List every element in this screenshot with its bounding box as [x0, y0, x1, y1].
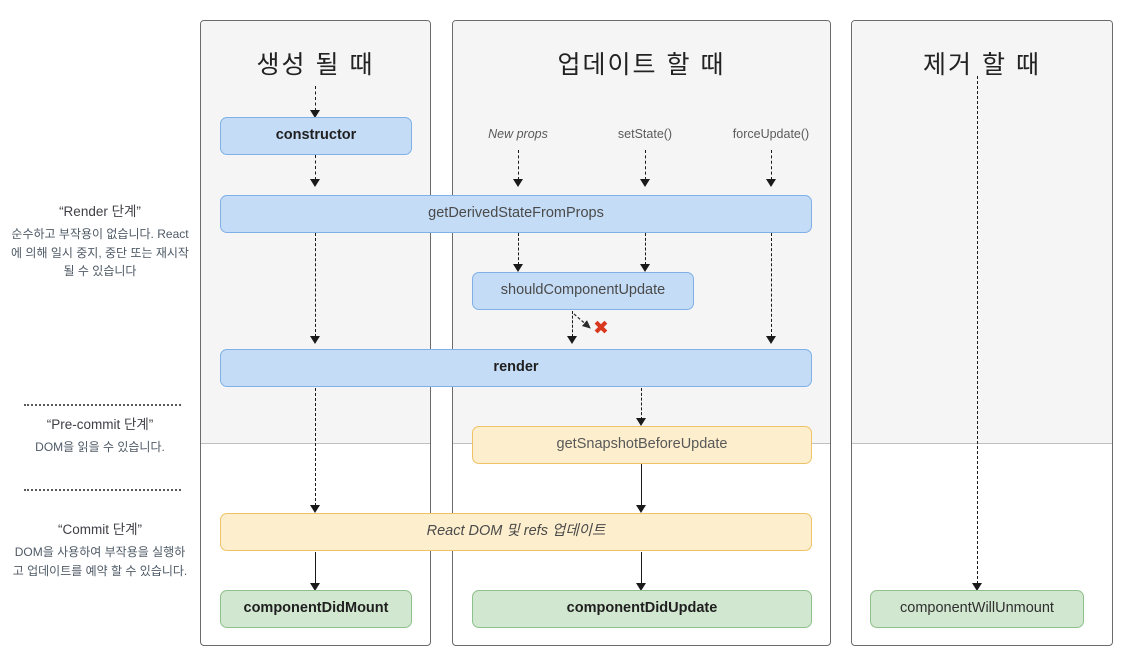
- legend-commit-phase: “Commit 단계” DOM을 사용하여 부작용을 실행하고 업데이트를 예약…: [10, 518, 190, 580]
- arrowhead-component-did-update: [636, 583, 646, 591]
- arrowhead-get-snapshot: [636, 418, 646, 426]
- trigger-label-new-props: New props: [488, 127, 548, 141]
- arrowhead-render-mounting: [310, 336, 320, 344]
- arrowhead-gdsfp-force-update: [766, 179, 776, 187]
- arrowhead-component-will-unmount: [972, 583, 982, 591]
- bail-out-x-icon: ✖: [593, 318, 609, 339]
- panel-updating-title: 업데이트 할 때: [557, 51, 726, 79]
- panel-unmounting-title: 제거 할 때: [923, 51, 1041, 79]
- panel-unmounting: 제거 할 때: [851, 20, 1113, 646]
- connector-snapshot-to-reactdom: [641, 464, 642, 506]
- legend-render-phase-body: 순수하고 부작용이 없습니다. React에 의해 일시 중지, 중단 또는 재…: [11, 227, 189, 279]
- trigger-label-force-update: forceUpdate(): [732, 127, 810, 141]
- trigger-label-set-state: setState(): [617, 127, 673, 141]
- arrowhead-gdsfp-mounting: [310, 179, 320, 187]
- connector-render-to-snapshot: [641, 388, 642, 420]
- legend-render-phase: “Render 단계” 순수하고 부작용이 없습니다. React에 의해 일시…: [10, 200, 190, 281]
- legend-commit-phase-body: DOM을 사용하여 부작용을 실행하고 업데이트를 예약 할 수 있습니다.: [12, 545, 188, 578]
- arrowhead-component-did-mount: [310, 583, 320, 591]
- arrowhead-scu-right: [640, 264, 650, 272]
- connector-gdsfp-to-render-force-update: [771, 233, 772, 337]
- arrowhead-reactdom-mounting: [310, 505, 320, 513]
- legend-pre-commit-phase: “Pre-commit 단계” DOM을 읽을 수 있습니다.: [10, 413, 190, 457]
- connector-title-to-constructor: [315, 86, 316, 111]
- node-component-did-update[interactable]: componentDidUpdate: [472, 590, 812, 628]
- node-get-derived-state-from-props[interactable]: getDerivedStateFromProps: [220, 195, 812, 233]
- node-constructor[interactable]: constructor: [220, 117, 412, 155]
- legend-pre-commit-phase-body: DOM을 읽을 수 있습니다.: [35, 440, 165, 454]
- connector-reactdom-to-did-update: [641, 552, 642, 584]
- arrowhead-render-force-update: [766, 336, 776, 344]
- connector-unmount-title-to-will-unmount: [977, 76, 978, 584]
- legend-divider-top: [24, 404, 181, 406]
- connector-gdsfp-to-scu-left: [518, 233, 519, 265]
- node-react-dom-and-refs-update[interactable]: React DOM 및 refs 업데이트: [220, 513, 812, 551]
- node-should-component-update[interactable]: shouldComponentUpdate: [472, 272, 694, 310]
- arrowhead-gdsfp-new-props: [513, 179, 523, 187]
- arrowhead-reactdom-updating: [636, 505, 646, 513]
- connector-new-props-to-gdsfp: [518, 150, 519, 180]
- node-get-snapshot-before-update[interactable]: getSnapshotBeforeUpdate: [472, 426, 812, 464]
- legend-pre-commit-phase-title: “Pre-commit 단계”: [46, 417, 154, 432]
- connector-set-state-to-gdsfp: [645, 150, 646, 180]
- arrowhead-scu-left: [513, 264, 523, 272]
- connector-scu-to-render: [572, 311, 573, 337]
- panel-unmounting-render-region: [852, 21, 1112, 444]
- arrowhead-gdsfp-set-state: [640, 179, 650, 187]
- connector-gdsfp-to-render-mounting: [315, 233, 316, 337]
- connector-reactdom-to-did-mount: [315, 552, 316, 584]
- node-component-did-mount[interactable]: componentDidMount: [220, 590, 412, 628]
- connector-force-update-to-gdsfp: [771, 150, 772, 180]
- arrowhead-constructor: [310, 110, 320, 118]
- legend-render-phase-title: “Render 단계”: [59, 204, 141, 219]
- connector-gdsfp-to-scu-right: [645, 233, 646, 265]
- legend-commit-phase-title: “Commit 단계”: [57, 522, 143, 537]
- legend-divider-bottom: [24, 489, 181, 491]
- arrowhead-render-from-scu: [567, 336, 577, 344]
- connector-constructor-to-gdsfp: [315, 155, 316, 180]
- node-render[interactable]: render: [220, 349, 812, 387]
- panel-mounting-title: 생성 될 때: [256, 51, 375, 79]
- connector-render-to-reactdom-mounting: [315, 388, 316, 506]
- node-component-will-unmount[interactable]: componentWillUnmount: [870, 590, 1084, 628]
